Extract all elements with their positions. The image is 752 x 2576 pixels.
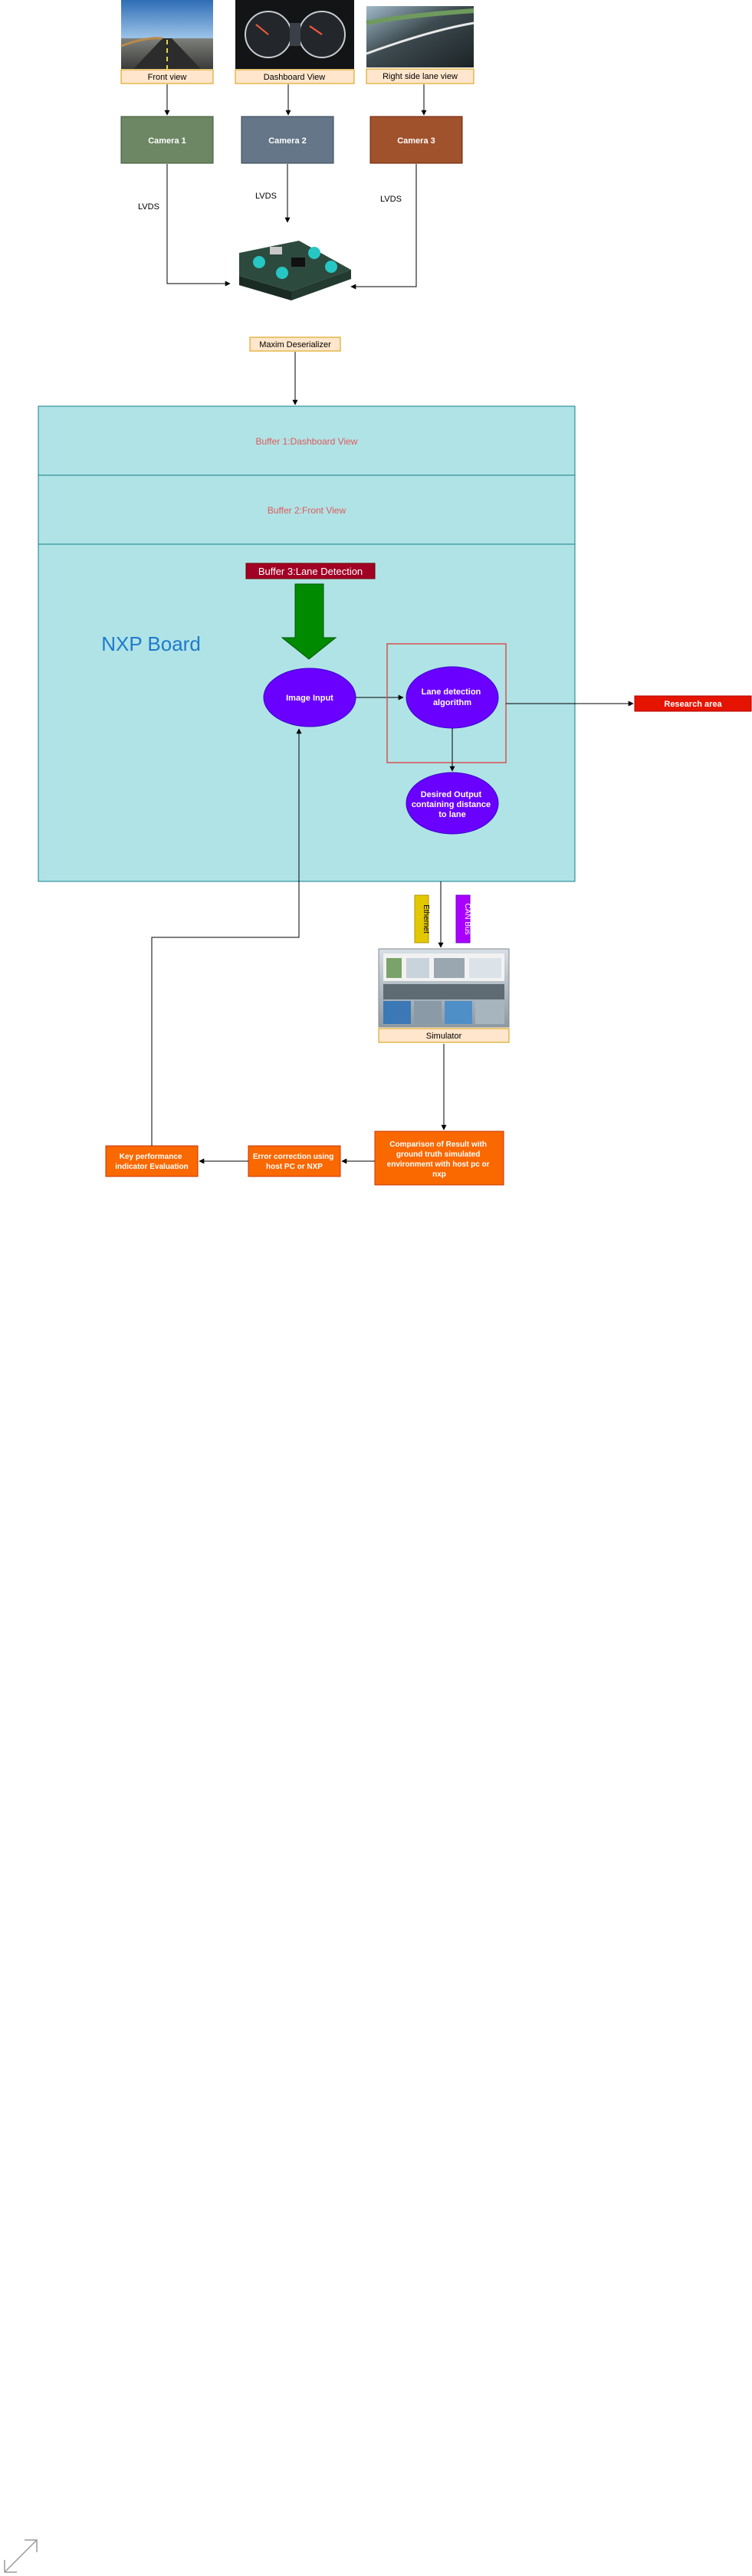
buffer-1-label: Buffer 1:Dashboard View	[256, 436, 358, 447]
kpi-node: Key performance indicator Evaluation	[105, 1145, 199, 1177]
image-input-label: Image Input	[286, 694, 333, 703]
dashboard-thumbnail	[235, 0, 354, 69]
error-correction-node: Error correction using host PC or NXP	[248, 1145, 341, 1177]
ethernet-label: Ethernet	[422, 904, 430, 934]
lvds-label-1: LVDS	[138, 202, 159, 212]
nxp-board-title: NXP Board	[101, 632, 201, 655]
lvds-label-2: LVDS	[255, 192, 277, 201]
comparison-line-4: nxp	[432, 1170, 446, 1179]
svg-text:Comparison of Result with: Comparison of Result with ground truth s…	[387, 1140, 492, 1179]
dashboard-view-text: Dashboard View	[264, 73, 326, 82]
desired-output-node: Desired Output containing distance to la…	[406, 772, 499, 835]
error-line-2: host PC or NXP	[266, 1163, 323, 1171]
can-bus-label: CAN Bus	[463, 903, 471, 934]
right-lane-label: Right side lane view	[366, 68, 475, 84]
deserializer-board-image	[239, 241, 351, 300]
front-view-thumbnail	[120, 0, 213, 69]
resize-handle-icon[interactable]	[4, 2539, 38, 2573]
lvds-connector-1	[166, 164, 231, 287]
image-input-node: Image Input	[263, 668, 356, 727]
green-down-arrow	[281, 583, 337, 660]
front-view-label: Front view	[120, 69, 214, 84]
kpi-line-1: Key performance	[120, 1153, 182, 1161]
simulator-image	[378, 948, 510, 1028]
svg-text:Lane detection algorithm: Lane detection algorithm	[422, 687, 484, 707]
deserializer-text: Maxim Deserializer	[259, 340, 331, 349]
svg-text:Error correction using h: Error correction using host PC or NXP	[253, 1153, 336, 1171]
lane-algo-line-1: Lane detection	[422, 687, 481, 697]
camera-1: Camera 1	[120, 116, 214, 164]
ethernet-tag: Ethernet	[414, 894, 430, 943]
error-line-1: Error correction using	[253, 1153, 334, 1161]
simulator-label: Simulator	[378, 1028, 510, 1043]
svg-text:Key performance indicato: Key performance indicator Evaluation	[115, 1153, 189, 1171]
research-area-node: Research area	[634, 695, 752, 712]
camera-2: Camera 2	[241, 116, 334, 164]
comparison-line-3: environment with host pc or	[387, 1160, 490, 1169]
right-lane-text: Right side lane view	[383, 72, 458, 81]
kpi-line-2: indicator Evaluation	[115, 1163, 189, 1171]
can-bus-tag: CAN Bus	[455, 894, 471, 943]
buffer-2-label: Buffer 2:Front View	[268, 505, 346, 516]
research-area-label: Research area	[664, 700, 722, 709]
camera-2-label: Camera 2	[268, 136, 307, 146]
comparison-node: Comparison of Result with ground truth s…	[374, 1130, 504, 1186]
front-view-text: Front view	[148, 73, 187, 82]
right-lane-thumbnail	[366, 6, 475, 67]
desired-output-line-2: containing distance	[412, 800, 491, 809]
lvds-label-3: LVDS	[380, 195, 402, 204]
desired-output-line-3: to lane	[438, 810, 465, 819]
comparison-line-2: ground truth simulated	[396, 1150, 480, 1159]
desired-output-line-1: Desired Output	[421, 790, 482, 799]
simulator-text: Simulator	[426, 1032, 462, 1041]
comparison-line-1: Comparison of Result with	[389, 1140, 487, 1149]
buffer-3-label: Buffer 3:Lane Detection	[258, 566, 363, 577]
deserializer-label: Maxim Deserializer	[249, 336, 341, 352]
buffer-3-header: Buffer 3:Lane Detection	[245, 563, 376, 579]
camera-3-label: Camera 3	[397, 136, 435, 146]
lane-detection-node: Lane detection algorithm	[406, 666, 499, 729]
lvds-connector-3	[350, 164, 417, 290]
lane-algo-line-2: algorithm	[433, 698, 471, 707]
svg-text:Desired Output containin: Desired Output containing distance to la…	[412, 790, 493, 819]
camera-1-label: Camera 1	[148, 136, 186, 146]
camera-3: Camera 3	[369, 116, 463, 164]
feedback-loop-arrow	[151, 728, 302, 1146]
dashboard-view-label: Dashboard View	[235, 69, 355, 84]
